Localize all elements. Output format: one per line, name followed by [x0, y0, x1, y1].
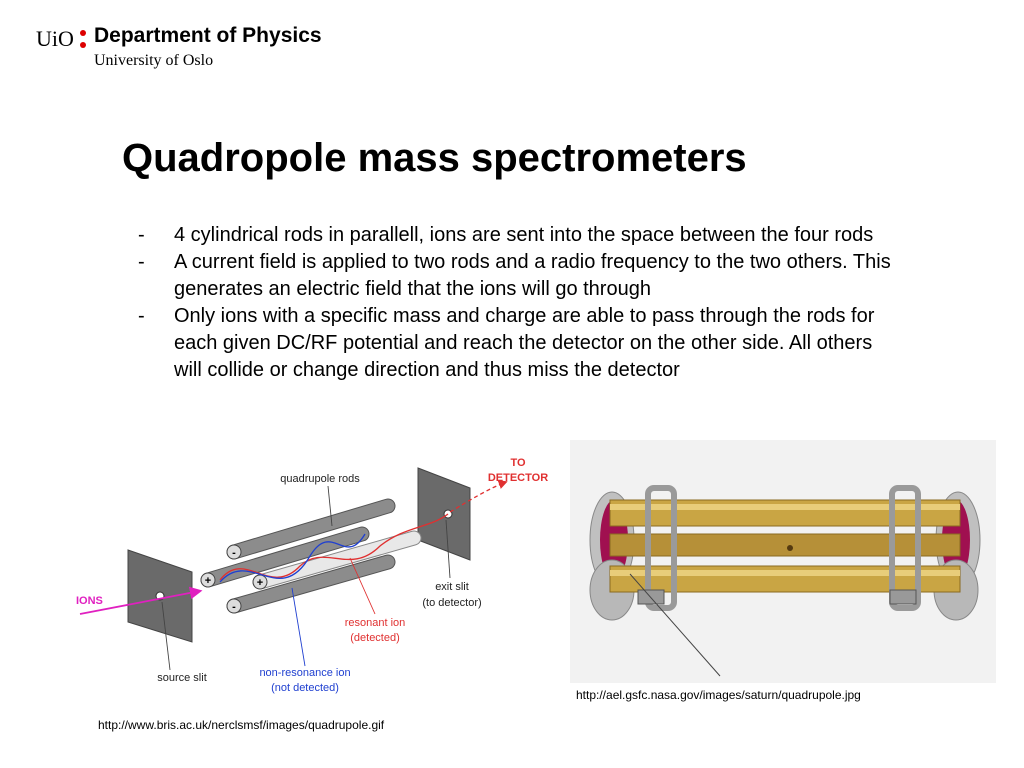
- label-resonant-ion: resonant ion: [345, 617, 406, 629]
- exit-slit-plate: [417, 467, 471, 561]
- label-nonresonance-ion-sub: (not detected): [271, 682, 339, 694]
- resonant-ion-path: [219, 513, 449, 581]
- label-resonant-ion-sub: (detected): [350, 632, 400, 644]
- bullet-dash: -: [138, 305, 145, 327]
- bullet-dash: -: [138, 224, 145, 246]
- label-detector: DETECTOR: [488, 472, 548, 484]
- label-source-slit: source slit: [157, 672, 207, 684]
- bullet-dash: -: [138, 251, 145, 273]
- photo-source-caption: http://ael.gsfc.nasa.gov/images/saturn/q…: [576, 688, 861, 702]
- bullet-text: A current field is applied to two rods a…: [174, 251, 891, 300]
- bullet-item: - 4 cylindrical rods in parallell, ions a…: [138, 222, 898, 249]
- nonresonant-ion-path: [219, 533, 366, 583]
- resonant-leader: [349, 557, 376, 615]
- logo-colon-icon: [80, 30, 86, 50]
- label-exit-slit: exit slit: [435, 581, 469, 593]
- slide-title: Quadropole mass spectrometers: [122, 136, 747, 180]
- rods-leader: [327, 485, 333, 527]
- quadrupole-photo: [570, 440, 996, 683]
- quadrupole-diagram: - + + - quadrupole rods TO DETECTOR IONS…: [76, 457, 548, 694]
- resonant-ion-to-detector: [449, 480, 508, 513]
- bullet-text: 4 cylindrical rods in parallell, ions ar…: [174, 224, 874, 246]
- diagram-source-caption: http://www.bris.ac.uk/nerclsmsf/images/q…: [98, 718, 385, 732]
- bullet-item: - Only ions with a specific mass and char…: [138, 303, 898, 384]
- source-leader: [161, 601, 171, 671]
- label-nonresonance-ion: non-resonance ion: [259, 667, 350, 679]
- ion-beam: [79, 586, 203, 615]
- label-ions: IONS: [76, 595, 103, 607]
- label-to: TO: [510, 457, 526, 469]
- bullet-text: Only ions with a specific mass and charg…: [174, 305, 875, 381]
- nonres-leader: [291, 587, 306, 667]
- logo-university: University of Oslo: [94, 52, 214, 69]
- rod-sign-right: +: [257, 577, 263, 589]
- label-quadrupole-rods: quadrupole rods: [280, 473, 360, 485]
- bullet-list: - 4 cylindrical rods in parallell, ions a…: [138, 222, 898, 384]
- rod-sign-top: -: [232, 547, 236, 559]
- logo-department: Department of Physics: [94, 24, 322, 47]
- bullet-item: - A current field is applied to two rods …: [138, 249, 898, 303]
- exit-leader: [445, 519, 451, 579]
- rod-sign-left: +: [205, 575, 211, 587]
- source-slit-plate: [127, 549, 193, 643]
- logo-uio-text: UiO: [36, 26, 74, 51]
- label-exit-slit-sub: (to detector): [422, 597, 481, 609]
- rod-sign-bottom: -: [232, 601, 236, 613]
